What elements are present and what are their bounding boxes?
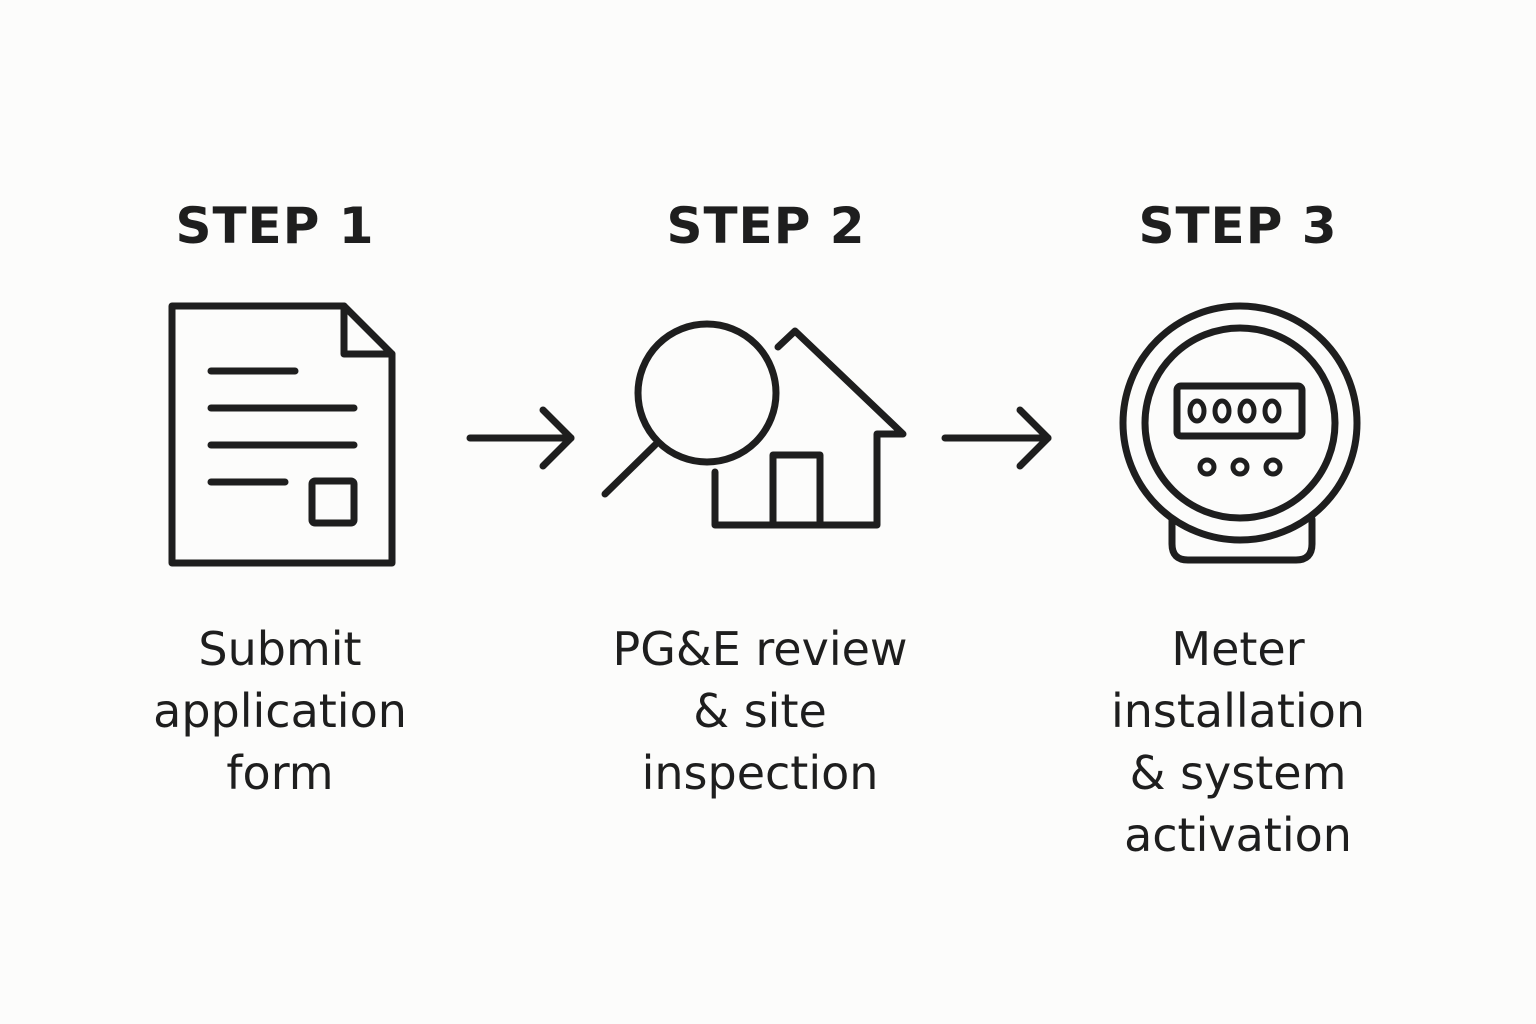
step-3-description: Meter installation & system activation [1058,618,1418,866]
step-1-title: STEP 1 [175,197,375,255]
step-2-title: STEP 2 [666,197,866,255]
document-form-icon [168,302,396,567]
step-1-description-line: Submit [198,622,362,676]
arrow-right-icon [941,406,1052,470]
step-3-description-line: & system [1129,746,1347,800]
step-2-description: PG&E review & site inspection [580,618,940,804]
electric-meter-icon [1119,302,1361,564]
house-icon [711,327,907,529]
arrow-right-icon [466,406,575,470]
step-1-description-line: form [226,746,334,800]
magnifier-house-icon [601,320,907,529]
meter-indicator-dots [1197,457,1283,477]
step-2-description-line: inspection [641,746,879,800]
step-1-description: Submit application form [100,618,460,804]
step-3-title: STEP 3 [1138,197,1338,255]
step-3-description-line: Meter [1171,622,1305,676]
step-1-description-line: application [153,684,407,738]
step-3-description-line: installation [1111,684,1365,738]
magnifier-icon [601,320,780,498]
step-2-description-line: & site [693,684,827,738]
step-2-description-line: PG&E review [612,622,908,676]
step-3-description-line: activation [1124,808,1352,862]
meter-digits [1187,398,1282,424]
